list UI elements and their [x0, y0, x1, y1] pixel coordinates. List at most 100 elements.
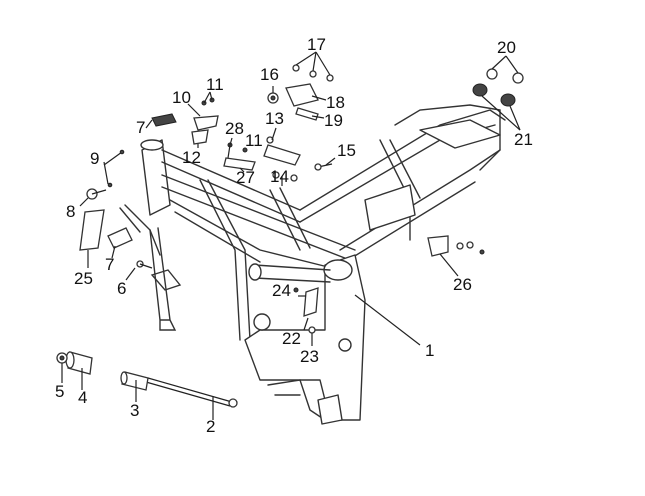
- bolt-shaft-edge: [145, 381, 231, 407]
- pad-body: [151, 113, 177, 127]
- motorcycle-main-frame: [119, 104, 506, 425]
- engine-mount-plate: [150, 269, 182, 291]
- bolt-b: [466, 241, 474, 249]
- bolt-c: [479, 249, 485, 255]
- callout-15: 15: [337, 141, 356, 160]
- callout-4: 4: [78, 388, 87, 407]
- pivot-plate: [244, 254, 366, 421]
- upper-spar-left: [161, 149, 301, 223]
- callout-6: 6: [117, 279, 126, 298]
- callout-25: 25: [74, 269, 93, 288]
- grommet-21-b: [500, 93, 516, 107]
- callout-8: 8: [66, 202, 75, 221]
- parts-22-24-hardware: [293, 287, 319, 334]
- screw-11c: [242, 147, 248, 153]
- cross-brace: [269, 187, 311, 251]
- part-4-collar: [65, 351, 93, 375]
- head-tube-top: [140, 139, 164, 151]
- bolt-24: [293, 287, 299, 293]
- bracket-24: [303, 287, 319, 317]
- plate-body: [79, 209, 105, 251]
- spacer-end: [120, 371, 128, 385]
- pivot-hole: [338, 338, 352, 352]
- tie-tail: [107, 182, 113, 188]
- bolt-shaft: [147, 377, 233, 403]
- bracket-27: [223, 157, 256, 171]
- tie-end: [119, 149, 125, 155]
- callout-20: 20: [497, 38, 516, 57]
- callout-10: 10: [172, 88, 191, 107]
- bracket-12: [191, 129, 209, 145]
- callout-26: 26: [453, 275, 472, 294]
- callout-23: 23: [300, 347, 319, 366]
- callout-17: 17: [307, 35, 326, 54]
- bolt-14-b: [290, 174, 298, 182]
- bracket-body: [427, 235, 449, 257]
- callout-5: 5: [55, 382, 64, 401]
- front-down-tube: [149, 227, 177, 331]
- bolt-15-head: [314, 163, 322, 171]
- callout-13: 13: [265, 109, 284, 128]
- part-26-bracket: [427, 235, 485, 257]
- pad-body: [107, 227, 133, 249]
- callout-labels: 1 2 3 4 5 6 7 7 8 9 10 11 11 12 13 14 15…: [55, 35, 533, 436]
- part-7-rubber-pad-upper: [151, 113, 177, 127]
- bolt-28-shank: [227, 144, 231, 159]
- callout-7-upper: 7: [136, 118, 145, 137]
- screw-17-b: [309, 70, 317, 78]
- parts-20-21-dampers: [472, 68, 524, 107]
- screw-17-c: [326, 74, 334, 82]
- lower-cradle: [267, 379, 326, 421]
- callout-11-top: 11: [206, 75, 224, 94]
- bracket-18: [285, 83, 319, 107]
- callout-28: 28: [225, 119, 244, 138]
- callout-22: 22: [282, 329, 301, 348]
- parts-10-12-bracket-set: [191, 97, 219, 145]
- part-6-bolt: [136, 260, 153, 269]
- callout-11-mid: 11: [245, 131, 263, 150]
- lower-mount: [253, 313, 271, 331]
- callout-18: 18: [326, 93, 345, 112]
- nut-hole: [59, 355, 65, 361]
- tie-strap: [103, 151, 123, 166]
- callout-3: 3: [130, 401, 139, 420]
- bolt-a: [456, 242, 464, 250]
- bolt-23: [308, 326, 316, 334]
- part-9-tie: [103, 149, 125, 188]
- callout-9: 9: [90, 149, 99, 168]
- callout-21: 21: [514, 130, 533, 149]
- bolt-14: [272, 171, 280, 179]
- callout-14: 14: [270, 167, 289, 186]
- bolt-19: [295, 107, 319, 121]
- part-8-bolt: [86, 188, 107, 200]
- parts-16-19-hardware: [267, 64, 334, 121]
- screw-17-a: [292, 64, 300, 72]
- nut-16-hole: [270, 95, 276, 101]
- cross-tube-end: [248, 263, 262, 281]
- rear-plate: [419, 119, 501, 149]
- callout-27: 27: [236, 168, 255, 187]
- part-25-plate: [79, 209, 105, 251]
- seat-rail: [394, 104, 501, 171]
- bracket-10: [193, 115, 219, 131]
- grommet-21-a: [472, 83, 488, 97]
- bracket-13: [263, 144, 301, 166]
- callout-16: 16: [260, 65, 279, 84]
- part-5-nut: [56, 352, 68, 364]
- part-2-through-bolt: [145, 377, 238, 408]
- bolt-shank: [139, 263, 153, 269]
- callout-1: 1: [425, 341, 434, 360]
- nut-20-a: [486, 68, 498, 80]
- leader-lines: [61, 51, 521, 420]
- cross-tube: [254, 264, 331, 283]
- callout-7-lower: 7: [105, 255, 114, 274]
- side-bracket: [364, 184, 416, 231]
- mid-down-tube: [199, 179, 251, 341]
- bolt-head: [228, 398, 238, 408]
- footrest-bracket: [317, 394, 343, 425]
- callout-12: 12: [182, 148, 201, 167]
- part-7-rubber-pad-lower: [107, 227, 133, 249]
- rear-subframe-lower: [339, 149, 501, 263]
